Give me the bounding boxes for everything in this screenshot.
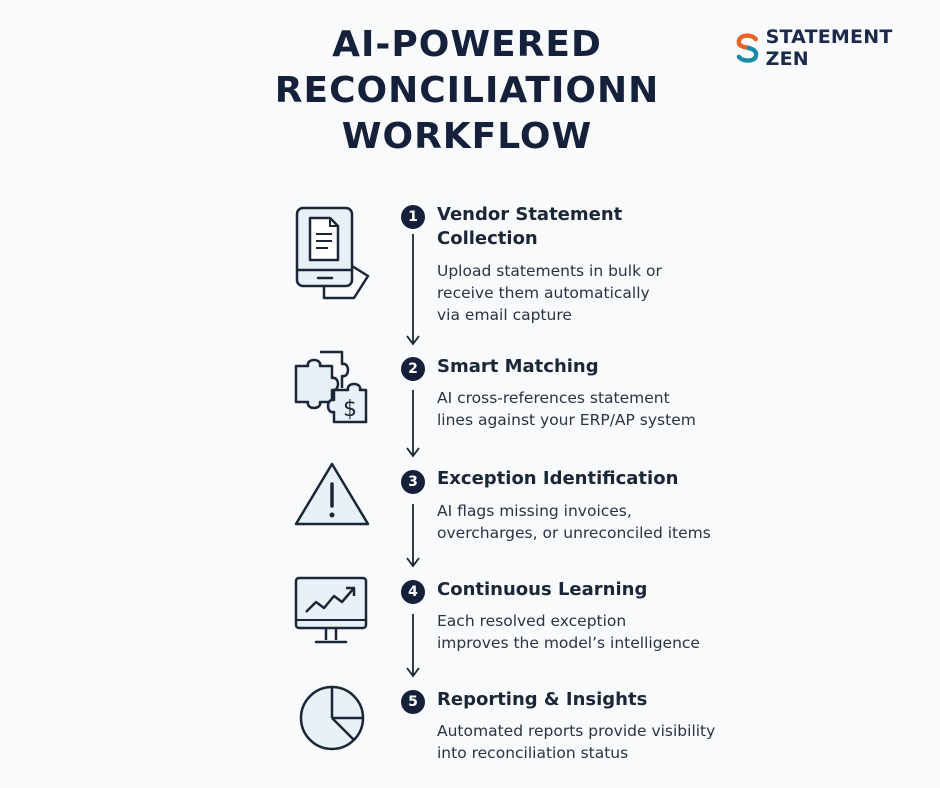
step-description-line: Automated reports provide visibility [437, 722, 716, 740]
step-description-line: lines against your ERP/AP system [437, 411, 696, 429]
step-description-line: receive them automatically [437, 284, 650, 302]
step-description-line: AI cross-references statement [437, 389, 670, 407]
down-arrow-icon [406, 504, 420, 568]
step-description-line: into reconciliation status [437, 744, 629, 762]
step-description-line: via email capture [437, 306, 572, 324]
step-title: Continuous Learning [437, 578, 737, 602]
brand-name: STATEMENT ZEN [765, 26, 893, 70]
down-arrow-icon [406, 390, 420, 458]
step-description-line: Upload statements in bulk or [437, 262, 662, 280]
step-title: Smart Matching [437, 355, 737, 379]
title-line: AI-POWERED [332, 24, 602, 65]
step-description-line: Each resolved exception [437, 612, 627, 630]
step-number-badge: 3 [401, 470, 425, 494]
step-number-badge: 2 [401, 357, 425, 381]
title-line: RECONCILIATIONN [274, 70, 660, 111]
svg-text:$: $ [343, 397, 357, 422]
step-description: Automated reports provide visibility int… [437, 720, 747, 764]
puzzle-dollar-icon: $ [294, 350, 368, 424]
title-line: WORKFLOW [341, 116, 593, 157]
step-title-line: Reporting & Insights [437, 689, 648, 710]
down-arrow-icon [406, 234, 420, 346]
step-description-line: improves the model’s intelligence [437, 634, 700, 652]
page-title: AI-POWERED RECONCILIATIONN WORKFLOW [230, 22, 704, 160]
step-title-line: Vendor Statement [437, 204, 623, 225]
step-description-line: AI flags missing invoices, [437, 502, 632, 520]
step-title-line: Exception Identification [437, 468, 679, 489]
step-number-badge: 4 [401, 580, 425, 604]
step-description: Each resolved exception improves the mod… [437, 610, 747, 654]
step-title-line: Smart Matching [437, 356, 599, 377]
step-number-badge: 5 [401, 690, 425, 714]
step-title: Exception Identification [437, 467, 737, 491]
step-number-badge: 1 [401, 205, 425, 229]
warning-triangle-icon [294, 462, 370, 526]
step-description: AI flags missing invoices, overcharges, … [437, 500, 747, 544]
down-arrow-icon [406, 614, 420, 678]
step-title-line: Collection [437, 228, 538, 249]
pie-chart-icon [299, 685, 365, 751]
monitor-trend-icon [294, 576, 368, 644]
step-description-line: overcharges, or unreconciled items [437, 524, 711, 542]
tablet-document-icon [295, 206, 370, 300]
step-title: Vendor Statement Collection [437, 203, 737, 251]
step-description: AI cross-references statement lines agai… [437, 387, 747, 431]
step-description: Upload statements in bulk or receive the… [437, 260, 747, 326]
step-title: Reporting & Insights [437, 688, 737, 712]
brand-logo: STATEMENT ZEN [734, 26, 940, 70]
step-title-line: Continuous Learning [437, 579, 648, 600]
statement-zen-logo-icon [736, 33, 759, 63]
